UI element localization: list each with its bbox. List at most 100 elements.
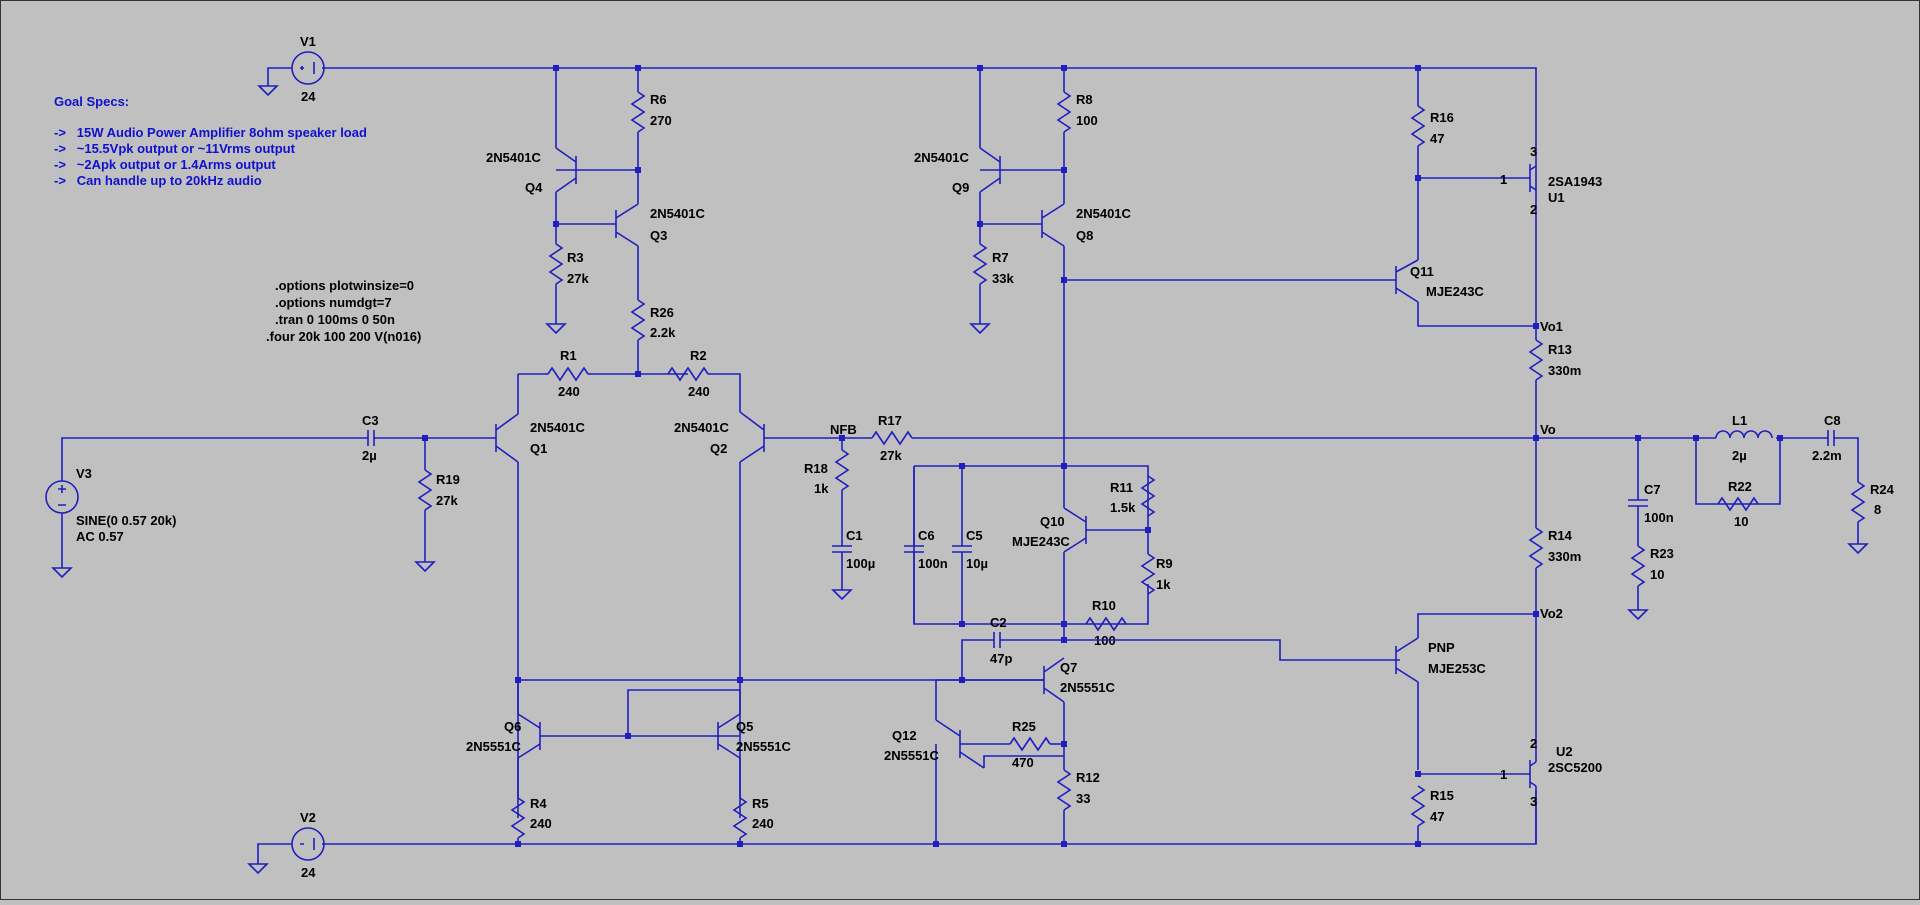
resistor-r22[interactable]: R22 10 [1717,479,1759,529]
r12-value: 33 [1076,791,1090,806]
q5-model: 2N5551C [736,739,792,754]
resistor-r8[interactable]: R8 100 [1000,68,1098,171]
c8-value: 2.2m [1812,448,1842,463]
q1-model: 2N5401C [530,420,586,435]
u1-name: U1 [1548,190,1565,205]
q8-model: 2N5401C [1076,206,1132,221]
r17-name: R17 [878,413,902,428]
q9-name: Q9 [952,180,969,195]
net-label-vo: Vo [1540,422,1556,437]
transistor-q5[interactable]: Q5 2N5551C [627,689,792,784]
source-v3[interactable]: V3 SINE(0 0.57 20k) AC 0.57 [45,437,368,578]
r23-name: R23 [1650,546,1674,561]
u2-pin3: 3 [1530,794,1537,809]
source-v2[interactable]: V2 24 [248,810,325,880]
pnp-model: MJE253C [1428,661,1486,676]
q4-model: 2N5401C [486,150,542,165]
resistor-r17[interactable]: R17 27k [842,413,1536,463]
resistor-r24[interactable]: R24 8 [1848,481,1895,554]
transistor-q3[interactable]: 2N5401C Q3 [556,170,706,300]
resistor-r2[interactable]: R2 240 [667,348,741,412]
r25-value: 470 [1012,755,1034,770]
resistor-r19[interactable]: R19 27k [415,438,460,572]
resistor-r18[interactable]: R18 1k [804,438,850,540]
r25-name: R25 [1012,719,1036,734]
q9-model: 2N5401C [914,150,970,165]
capacitor-c3[interactable]: C3 2µ [362,413,472,463]
capacitor-c2[interactable]: C2 47p [961,615,1064,680]
r3-name: R3 [567,250,584,265]
v2-name: V2 [300,810,316,825]
resistor-r16[interactable]: R16 47 [1410,68,1454,260]
spec-line: -> Can handle up to 20kHz audio [54,173,262,188]
q2-name: Q2 [710,441,727,456]
q8-name: Q8 [1076,228,1093,243]
u1-pin1: 1 [1500,172,1507,187]
q12-model: 2N5551C [884,748,940,763]
capacitor-c7[interactable]: C7 100n [1628,438,1674,546]
c5-name: C5 [966,528,983,543]
q7-model: 2N5551C [1060,680,1116,695]
u2-name: U2 [1556,744,1573,759]
resistor-r4[interactable]: R4 240 [510,784,552,844]
inductor-l1[interactable]: L1 2µ [1536,413,1828,505]
source-v1[interactable]: V1 24 [258,34,325,104]
spice-directive: .four 20k 100 200 V(n016) [266,329,421,344]
resistor-r15[interactable]: R15 47 [1410,785,1454,844]
transistor-q9[interactable]: 2N5401C Q9 [914,68,1001,224]
resistor-r12[interactable]: R12 33 [1056,756,1100,844]
v3-value: SINE(0 0.57 20k) [76,513,176,528]
net-label-vo1: Vo1 [1540,319,1563,334]
resistor-r7[interactable]: R7 33k [970,224,1014,334]
q7-name: Q7 [1060,660,1077,675]
r2-name: R2 [690,348,707,363]
resistor-r11[interactable]: R11 1.5k [1110,475,1156,517]
spice-directives[interactable]: .options plotwinsize=0 .options numdgt=7… [266,278,421,344]
r15-value: 47 [1430,809,1444,824]
resistor-r26[interactable]: R26 2.2k [630,299,676,374]
c7-value: 100n [1644,510,1674,525]
u2-pin1: 1 [1500,767,1507,782]
transistor-q8[interactable]: 2N5401C Q8 [980,170,1132,466]
transistor-q4[interactable]: 2N5401C Q4 [486,68,577,224]
q5-name: Q5 [736,719,753,734]
resistor-r1[interactable]: R1 240 [518,348,688,399]
net-label-nfb: NFB [830,422,857,437]
capacitor-c1[interactable]: C1 100µ [832,528,875,600]
l1-value: 2µ [1732,448,1747,463]
resistor-r9[interactable]: R9 1k [1140,530,1173,595]
transistor-q6[interactable]: Q6 2N5551C [466,680,740,784]
resistor-r6[interactable]: R6 270 [576,68,672,171]
resistor-r5[interactable]: R5 240 [732,784,774,844]
resistor-r14[interactable]: R14 330m [1528,527,1581,614]
spice-directive: .options numdgt=7 [275,295,392,310]
r13-name: R13 [1548,342,1572,357]
spec-line: -> ~2Apk output or 1.4Arms output [54,157,276,172]
transistor-pnp-mje253c[interactable]: PNP MJE253C [1395,613,1536,770]
r18-value: 1k [814,481,829,496]
transistor-q12[interactable]: Q12 2N5551C [884,679,1064,844]
capacitor-c6[interactable]: C6 100n [904,466,948,624]
r22-value: 10 [1734,514,1748,529]
v3-ac-value: AC 0.57 [76,529,124,544]
q6-name: Q6 [504,719,521,734]
r11-name: R11 [1110,480,1133,495]
capacitor-c8[interactable]: C8 2.2m [1812,413,1859,482]
v3-name: V3 [76,466,92,481]
capacitor-c5[interactable]: C5 10µ [952,466,988,624]
transistor-q11[interactable]: Q11 MJE243C [1064,259,1536,327]
resistor-r23[interactable]: R23 10 [1628,545,1674,620]
r6-value: 270 [650,113,672,128]
resistor-r3[interactable]: R3 27k [546,224,589,334]
q6-model: 2N5551C [466,739,522,754]
r16-value: 47 [1430,131,1444,146]
r13-value: 330m [1548,363,1581,378]
transistor-u2[interactable]: 1 2 3 U2 2SC5200 [1418,614,1602,844]
c1-value: 100µ [846,556,875,571]
q2-model: 2N5401C [674,420,730,435]
transistor-u1[interactable]: 1 2 3 2SA1943 U1 [1418,144,1602,217]
resistor-r25[interactable]: R25 470 [1009,719,1064,770]
resistor-r13[interactable]: R13 330m [1528,326,1581,528]
transistor-q7[interactable]: Q7 2N5551C [1043,657,1116,756]
